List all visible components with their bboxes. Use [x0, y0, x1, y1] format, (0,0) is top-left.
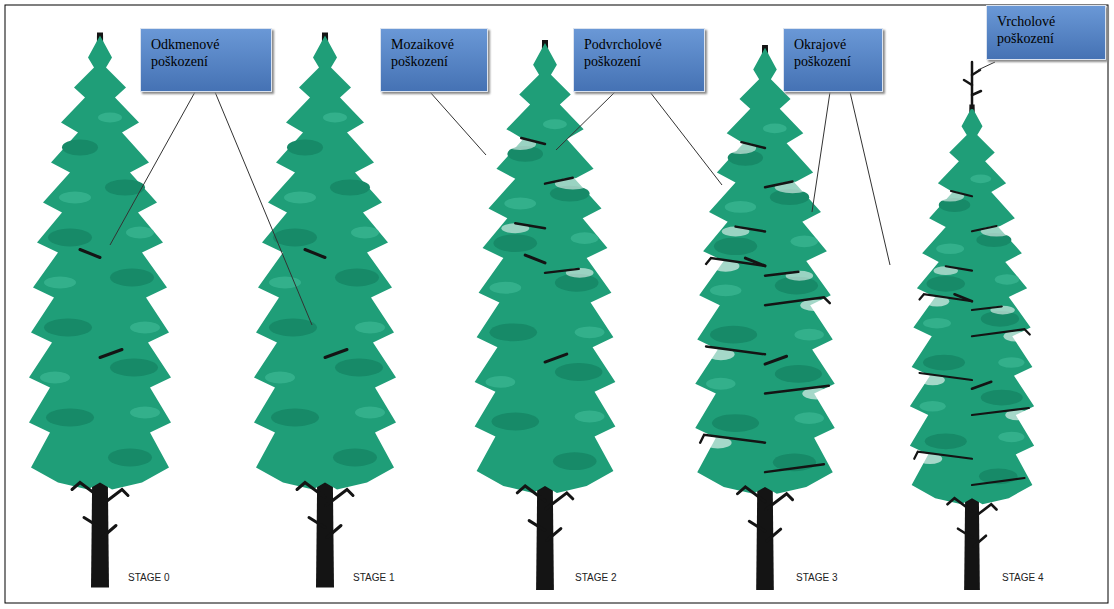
callout-box: Mozaikové poškození [380, 28, 488, 92]
callout-text: Odkmenové poškození [151, 36, 261, 70]
callout-box: Okrajové poškození [783, 28, 883, 92]
stage-label: STAGE 2 [575, 572, 617, 583]
callout-text: Vrcholové poškození [997, 13, 1095, 47]
callout-box: Odkmenové poškození [140, 28, 272, 92]
callout-text: Okrajové poškození [794, 36, 872, 70]
stage-label: STAGE 0 [128, 572, 170, 583]
stage-label: STAGE 3 [796, 572, 838, 583]
callout-text: Podvrcholové poškození [584, 36, 694, 70]
stage-label: STAGE 1 [353, 572, 395, 583]
callout-text: Mozaikové poškození [391, 36, 477, 70]
callout-box: Podvrcholové poškození [573, 28, 705, 92]
stage-label: STAGE 4 [1002, 572, 1044, 583]
callout-box: Vrcholové poškození [986, 5, 1106, 60]
